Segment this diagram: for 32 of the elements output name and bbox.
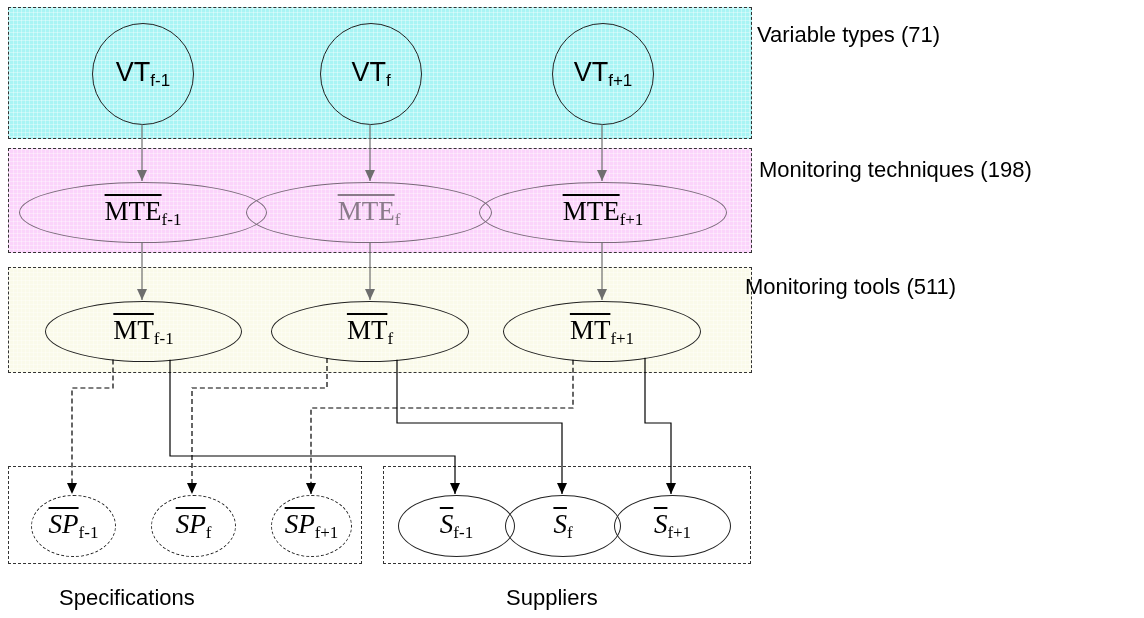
node-label: MTE$_{f-1}$ bbox=[104, 195, 182, 230]
node-label: SP$_{f+1}$ bbox=[284, 509, 339, 543]
node-label: SP$_{f}$ bbox=[175, 509, 212, 543]
arrow bbox=[644, 357, 676, 495]
arrow bbox=[597, 123, 607, 182]
node-label: MTE$_{f+1}$ bbox=[562, 195, 644, 230]
node-label: MT$_{f-1}$ bbox=[113, 314, 174, 349]
arrow bbox=[67, 359, 114, 495]
arrow bbox=[365, 241, 375, 301]
group-label: Suppliers bbox=[506, 585, 598, 611]
node-label: S$_{f-1}$ bbox=[439, 509, 474, 543]
node-label: VT$_{f}$ bbox=[351, 57, 391, 91]
group-label: Specifications bbox=[59, 585, 195, 611]
arrow bbox=[137, 241, 147, 301]
node-label: VT$_{f-1}$ bbox=[115, 57, 171, 91]
arrow bbox=[365, 123, 375, 182]
arrow bbox=[137, 123, 147, 182]
arrow bbox=[597, 241, 607, 301]
arrow bbox=[306, 359, 574, 495]
group-label: Variable types (71) bbox=[757, 22, 940, 48]
node-label: MTE$_{f}$ bbox=[337, 195, 401, 230]
arrow bbox=[396, 359, 567, 495]
node-label: SP$_{f-1}$ bbox=[48, 509, 99, 543]
arrow bbox=[187, 357, 328, 495]
node-label: VT$_{f+1}$ bbox=[573, 57, 633, 91]
node-label: MT$_{f+1}$ bbox=[569, 314, 635, 349]
node-label: S$_{f}$ bbox=[553, 509, 573, 543]
group-label: Monitoring tools (511) bbox=[745, 274, 957, 300]
node-label: S$_{f+1}$ bbox=[653, 509, 692, 543]
group-label: Monitoring techniques (198) bbox=[759, 157, 1032, 183]
arrow bbox=[169, 359, 460, 495]
node-label: MT$_{f}$ bbox=[346, 314, 394, 349]
